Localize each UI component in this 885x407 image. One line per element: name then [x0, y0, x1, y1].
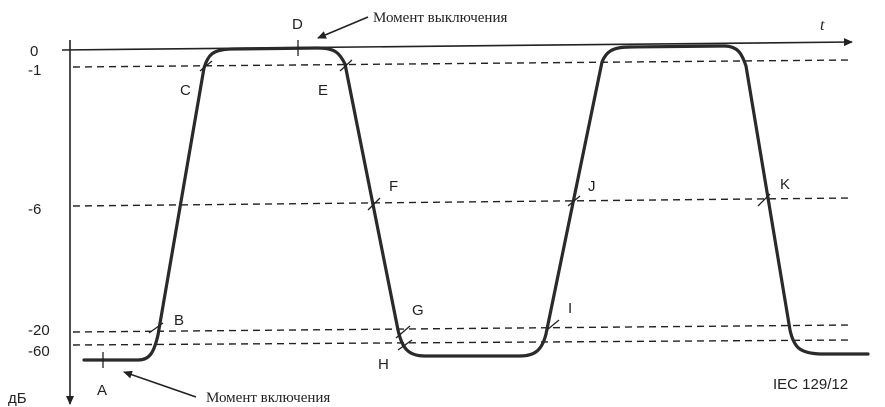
- point-label-f: F: [389, 178, 398, 195]
- marker-i: [546, 319, 560, 331]
- level-label-minus20: -20: [28, 322, 50, 339]
- marker-h: [397, 339, 413, 351]
- time-axis: [61, 38, 853, 51]
- level-label-0: 0: [30, 43, 38, 60]
- point-label-e: E: [318, 82, 328, 99]
- point-label-h: H: [378, 356, 389, 373]
- marker-k: [757, 193, 771, 207]
- switch-on-annotation: Момент включения: [206, 390, 330, 406]
- marker-b: [148, 322, 164, 334]
- point-label-g: G: [412, 302, 424, 319]
- marker-g: [395, 325, 411, 339]
- switch-off-arrow: [317, 16, 369, 39]
- level-minus1-line: [72, 59, 851, 68]
- level-minus20-line: [72, 324, 851, 333]
- marker-f: [367, 197, 381, 211]
- point-label-a: A: [97, 382, 107, 399]
- point-label-d: D: [292, 16, 303, 33]
- level-minus60-line: [72, 339, 851, 346]
- figure-id: IEC 129/12: [773, 376, 848, 393]
- time-axis-label: t: [820, 17, 825, 34]
- level-label-minus1: -1: [28, 62, 41, 79]
- point-label-c: C: [180, 82, 191, 99]
- envelope-curve: [82, 44, 870, 362]
- point-label-k: K: [780, 176, 790, 193]
- switch-on-arrow: [123, 370, 197, 398]
- marker-e: [339, 59, 353, 72]
- switch-off-annotation: Момент выключения: [373, 10, 507, 26]
- level-minus6-line: [72, 197, 851, 207]
- point-label-b: B: [174, 312, 184, 329]
- marker-c: [199, 60, 213, 72]
- unit-label: дБ: [8, 390, 27, 407]
- point-label-i: I: [568, 300, 572, 317]
- level-label-minus60: -60: [28, 343, 50, 360]
- point-label-j: J: [588, 178, 596, 195]
- marker-j: [567, 195, 581, 207]
- level-label-minus6: -6: [28, 201, 41, 218]
